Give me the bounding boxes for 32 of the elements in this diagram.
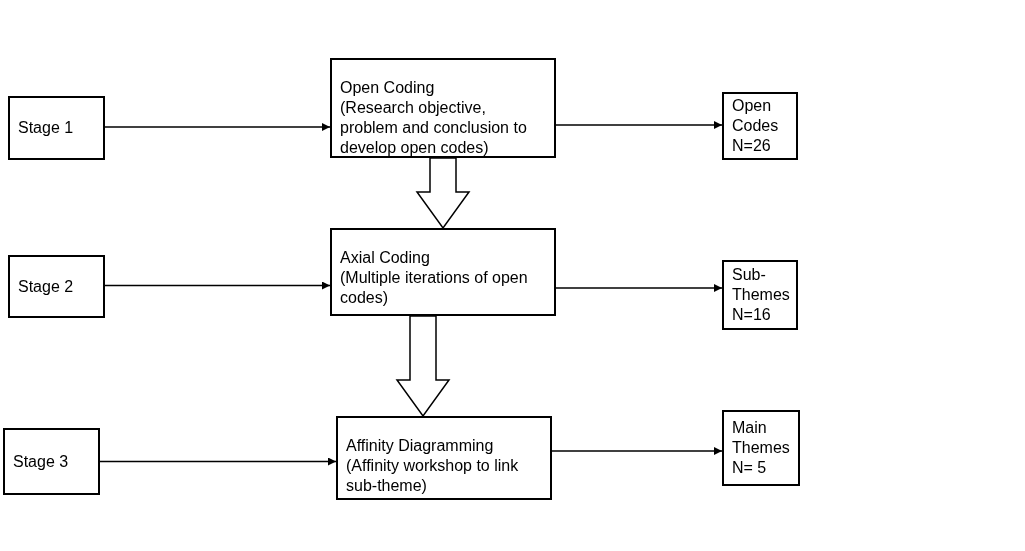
box-title: Stage 2 — [18, 276, 75, 297]
arrow — [104, 123, 331, 131]
process-box — [336, 416, 552, 500]
block-arrow — [395, 315, 451, 418]
process-box — [8, 96, 105, 160]
box-title: Stage 3 — [13, 451, 70, 472]
box-text: N= 5 — [732, 458, 768, 478]
process-box — [722, 410, 800, 486]
process-box — [3, 428, 100, 495]
box-text: (Research objective, problem and conclusion to develop open codes) — [340, 98, 528, 158]
box-text: (Affinity workshop to link sub-theme) — [346, 456, 520, 496]
box-title: Open Codes — [732, 96, 780, 136]
process-box — [722, 92, 798, 160]
process-box — [8, 255, 105, 318]
arrow — [551, 447, 723, 455]
process-box — [722, 260, 798, 330]
arrow — [555, 284, 723, 292]
box-title: Axial Coding — [340, 248, 431, 268]
arrow — [99, 457, 337, 466]
box-title: Main Themes — [732, 418, 790, 458]
arrow — [104, 281, 331, 290]
arrow — [555, 121, 723, 129]
process-box — [330, 58, 556, 158]
process-box — [330, 228, 556, 316]
block-arrow — [415, 157, 471, 230]
box-title: Affinity Diagramming — [346, 436, 495, 456]
box-text: N=16 — [732, 305, 772, 325]
box-title: Open Coding — [340, 78, 436, 98]
box-title: Sub-Themes — [732, 265, 788, 305]
box-text: N=26 — [732, 136, 772, 156]
box-text: (Multiple iterations of open codes) — [340, 268, 529, 308]
box-title: Stage 1 — [18, 118, 75, 138]
